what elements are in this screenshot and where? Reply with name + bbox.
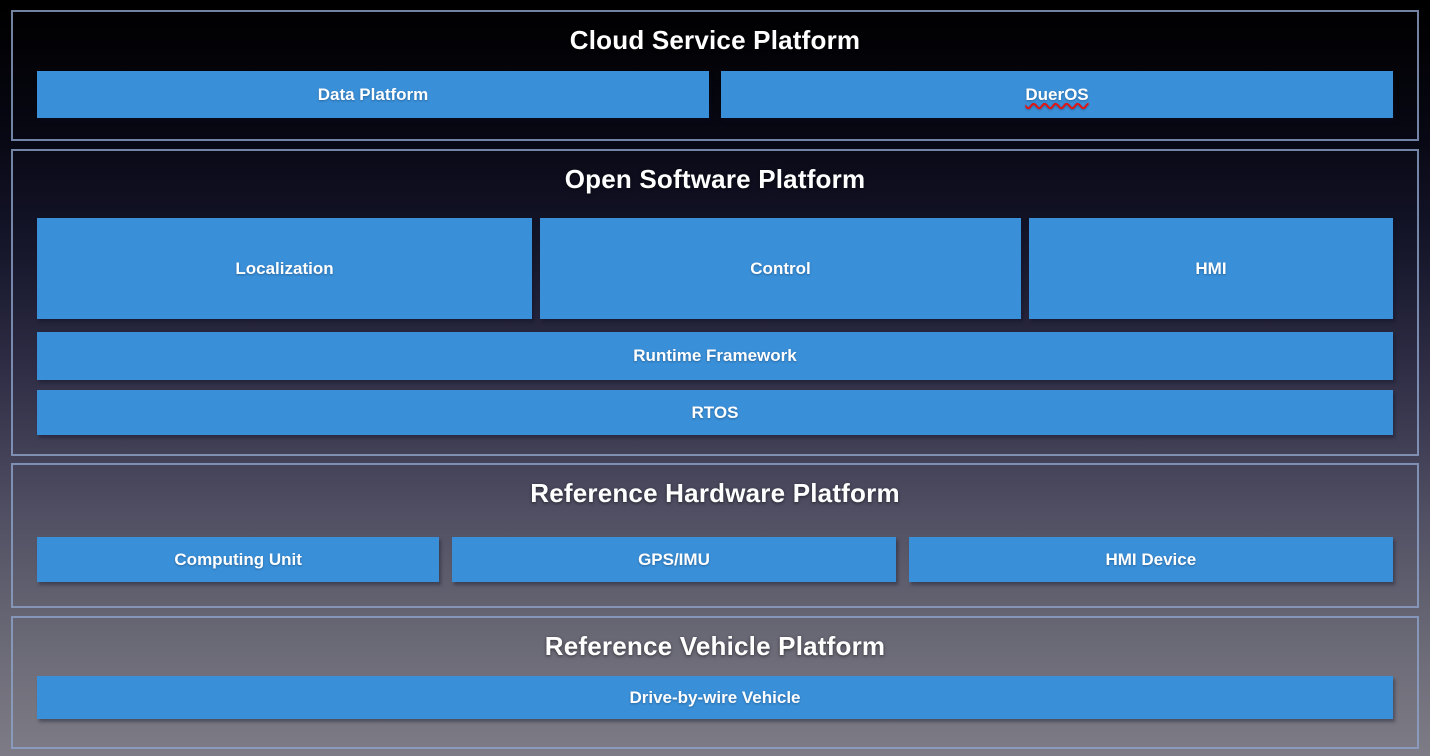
section-open-software-platform: Open Software Platform Localization Cont… — [11, 149, 1419, 456]
cloud-boxes-row: Data Platform DuerOS — [37, 71, 1393, 118]
box-hmi-device-label: HMI Device — [1105, 549, 1197, 569]
box-hmi-label: HMI — [1195, 258, 1227, 278]
open-software-platform-title: Open Software Platform — [564, 164, 866, 194]
box-computing-unit-label: Computing Unit — [174, 549, 302, 569]
reference-hardware-platform-title: Reference Hardware Platform — [530, 478, 900, 508]
section-reference-hardware-platform: Reference Hardware Platform Computing Un… — [11, 463, 1419, 608]
section-cloud-service-platform: Cloud Service Platform Data Platform Due… — [11, 10, 1419, 141]
box-control-label: Control — [750, 258, 811, 278]
box-data-platform: Data Platform — [37, 71, 709, 118]
box-rtos: RTOS — [37, 390, 1393, 435]
box-gps-imu: GPS/IMU — [452, 537, 896, 582]
box-drive-by-wire-vehicle: Drive-by-wire Vehicle — [37, 676, 1393, 719]
box-localization-label: Localization — [235, 258, 334, 278]
box-localization: Localization — [37, 218, 532, 319]
reference-vehicle-platform-title: Reference Vehicle Platform — [544, 631, 886, 661]
box-hmi: HMI — [1029, 218, 1393, 319]
box-dueros-label: DuerOS — [1025, 84, 1089, 104]
box-rtos-label: RTOS — [691, 402, 739, 422]
box-computing-unit: Computing Unit — [37, 537, 440, 582]
section-reference-vehicle-platform: Reference Vehicle Platform Drive-by-wire… — [11, 616, 1419, 749]
box-gps-imu-label: GPS/IMU — [638, 549, 710, 569]
box-data-platform-label: Data Platform — [317, 84, 429, 104]
box-hmi-device: HMI Device — [908, 537, 1393, 582]
box-control: Control — [540, 218, 1021, 319]
box-runtime-framework-label: Runtime Framework — [633, 346, 797, 365]
hardware-boxes-row: Computing Unit GPS/IMU HMI Device — [37, 537, 1393, 582]
cloud-service-platform-title: Cloud Service Platform — [569, 25, 861, 55]
software-boxes-row: Localization Control HMI — [37, 218, 1393, 319]
box-dueros: DuerOS — [721, 71, 1393, 118]
box-runtime-framework: Runtime Framework — [37, 332, 1393, 380]
box-drive-by-wire-vehicle-label: Drive-by-wire Vehicle — [629, 687, 801, 707]
